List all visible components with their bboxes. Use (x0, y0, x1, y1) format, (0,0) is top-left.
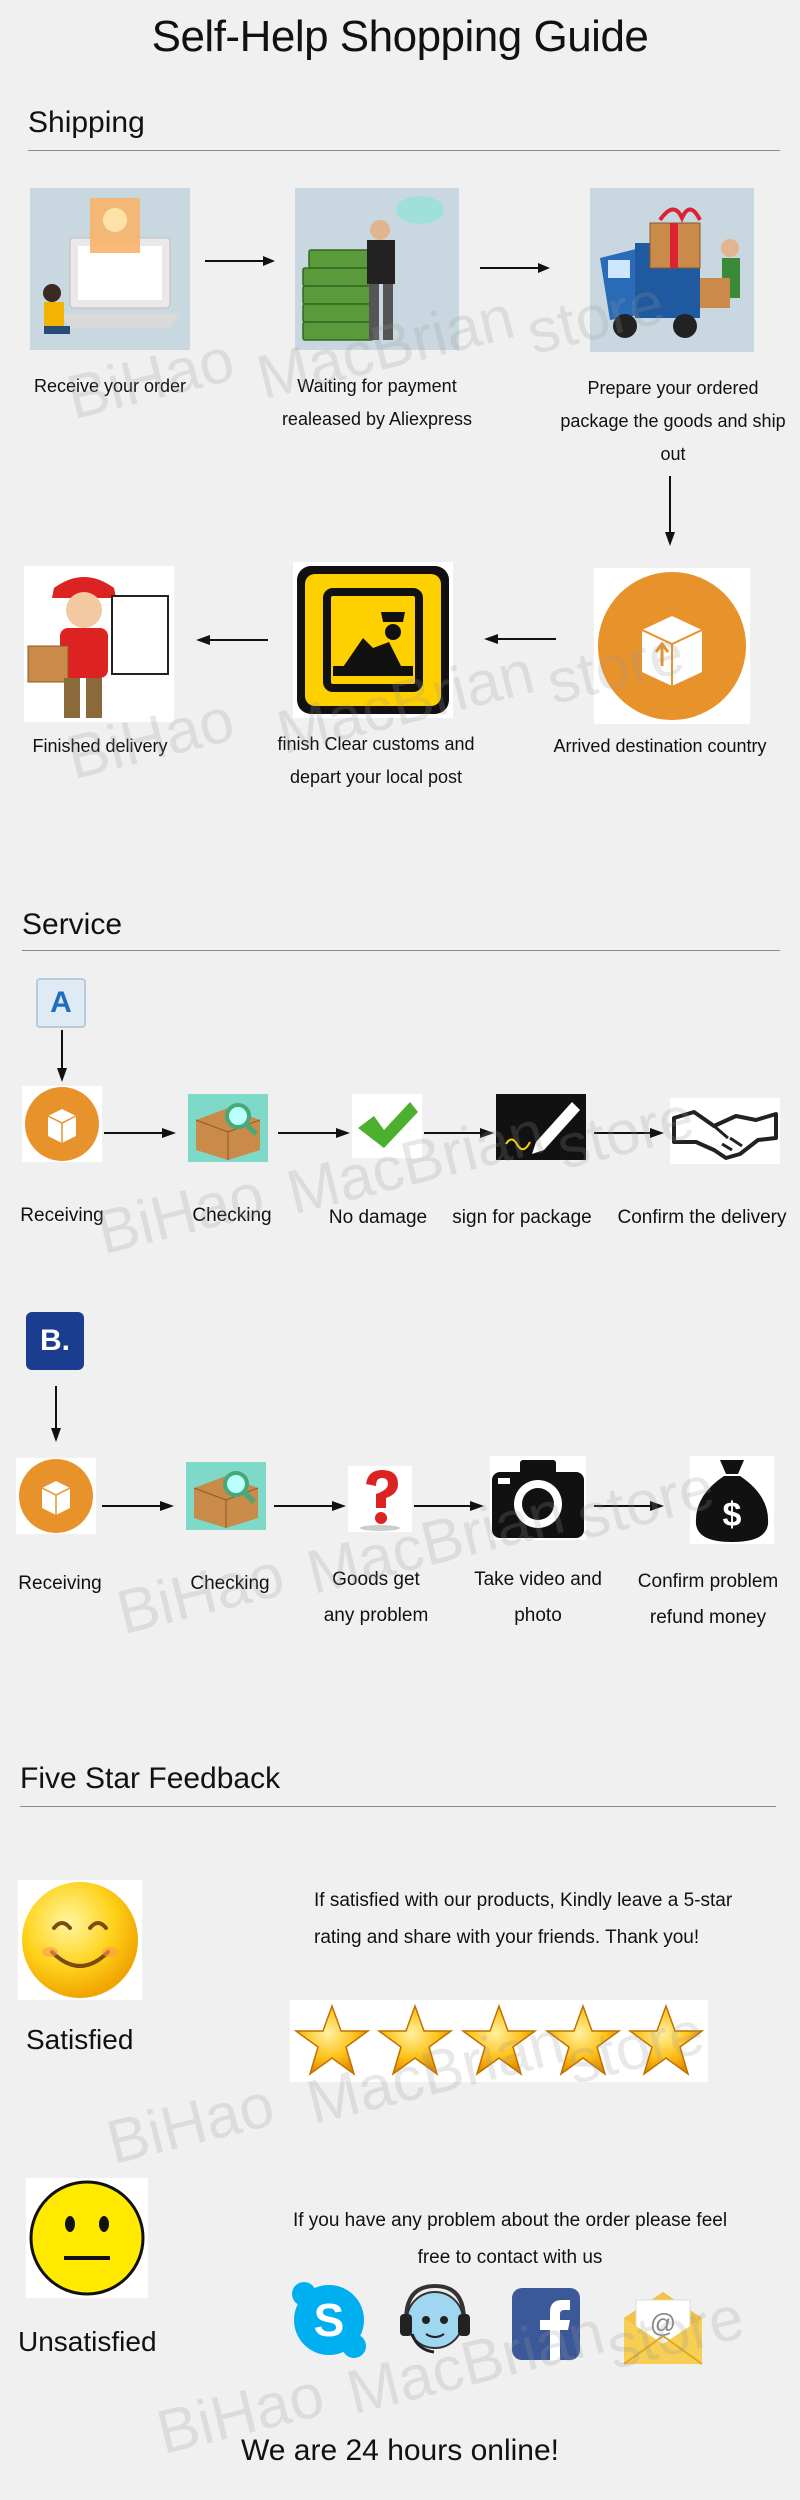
headset-support-icon[interactable] (398, 2280, 472, 2364)
question-mark-icon (348, 1466, 412, 1532)
star-icon (460, 2004, 537, 2076)
shipping-step-5-label: finish Clear customs and depart your loc… (277, 734, 475, 787)
arrow-left-icon (484, 633, 556, 645)
flow-b-step-1-label: Receiving (18, 1573, 102, 1594)
service-divider (22, 950, 780, 951)
shipping-step-1-label: Receive your order (33, 376, 187, 396)
flow-b-step-3-label: Goods get any problem (323, 1569, 429, 1626)
money-bag-icon: $ (690, 1456, 774, 1544)
neutral-face-icon (26, 2178, 148, 2298)
receiving-box-icon (22, 1086, 102, 1162)
handshake-icon (670, 1098, 780, 1164)
arrow-down-icon (664, 476, 676, 546)
arrow-right-icon (274, 1500, 346, 1512)
arrow-right-icon (594, 1127, 664, 1139)
arrow-right-icon (414, 1500, 484, 1512)
star-icon (377, 2004, 454, 2076)
camera-icon (490, 1456, 586, 1540)
five-star-rating (290, 2000, 708, 2082)
flow-b-step-4-label: Take video and photo (474, 1569, 602, 1626)
shipping-step-2-label: Waiting for payment realeased by Aliexpr… (281, 376, 473, 429)
shipping-divider (28, 150, 780, 151)
flow-b-badge-text: B. (40, 1324, 70, 1357)
satisfied-label: Satisfied (26, 2024, 134, 2055)
star-icon (628, 2004, 705, 2076)
signature-pen-icon (496, 1094, 586, 1160)
flow-b-step-5-label: Confirm problem refund money (637, 1571, 779, 1628)
customs-officer-icon (293, 562, 453, 718)
star-icon (293, 2004, 370, 2076)
delivery-man-icon (24, 566, 174, 722)
arrow-right-icon (480, 262, 550, 274)
facebook-icon[interactable] (510, 2286, 582, 2362)
online-hours-text: We are 24 hours online! (241, 2434, 559, 2467)
page-title: Self-Help Shopping Guide (151, 12, 649, 61)
arrow-right-icon (205, 255, 275, 267)
shipping-step-6-label: Finished delivery (32, 736, 168, 756)
box-circle-icon (594, 568, 750, 724)
arrow-left-icon (196, 634, 268, 646)
flow-a-step-2-label: Checking (192, 1205, 272, 1226)
service-heading: Service (22, 908, 123, 941)
email-icon[interactable]: @ (620, 2288, 706, 2368)
flow-b-badge: B. (26, 1312, 84, 1370)
feedback-heading: Five Star Feedback (20, 1762, 281, 1795)
skype-icon[interactable]: S (290, 2282, 368, 2358)
checking-box-icon (188, 1094, 268, 1162)
unsatisfied-label: Unsatisfied (18, 2326, 157, 2357)
svg-text:@: @ (650, 2308, 676, 2338)
arrow-right-icon (102, 1500, 174, 1512)
flow-a-badge: A (36, 978, 86, 1028)
checking-box-icon (186, 1462, 266, 1530)
svg-text:S: S (314, 2294, 345, 2346)
flow-a-step-1-label: Receiving (20, 1205, 104, 1226)
arrow-right-icon (594, 1500, 664, 1512)
money-payment-icon (295, 188, 459, 350)
flow-b-step-2-label: Checking (190, 1573, 270, 1594)
arrow-right-icon (278, 1127, 350, 1139)
watermark-shop: BiHao (100, 2070, 281, 2178)
shipping-step-4-label: Arrived destination country (553, 736, 767, 756)
arrow-down-icon (56, 1030, 68, 1082)
receiving-box-icon (16, 1458, 96, 1534)
delivery-truck-icon (590, 188, 754, 352)
shipping-heading: Shipping (28, 106, 145, 139)
arrow-right-icon (424, 1127, 494, 1139)
flow-a-step-5-label: Confirm the delivery (617, 1207, 787, 1228)
unsatisfied-text: If you have any problem about the order … (292, 2210, 728, 2268)
feedback-divider (20, 1806, 776, 1807)
satisfied-text: If satisfied with our products, Kindly l… (314, 1890, 733, 1948)
arrow-right-icon (104, 1127, 176, 1139)
smiley-face-icon (18, 1880, 142, 2000)
arrow-down-icon (50, 1386, 62, 1442)
laptop-order-icon (30, 188, 190, 350)
green-checkmark-icon (352, 1094, 422, 1158)
flow-a-step-4-label: sign for package (452, 1207, 592, 1228)
shipping-step-3-label: Prepare your ordered package the goods a… (560, 378, 786, 464)
star-icon (544, 2004, 621, 2076)
svg-text:$: $ (723, 1496, 742, 1534)
flow-a-badge-text: A (50, 986, 72, 1019)
flow-a-step-3-label: No damage (328, 1207, 428, 1228)
